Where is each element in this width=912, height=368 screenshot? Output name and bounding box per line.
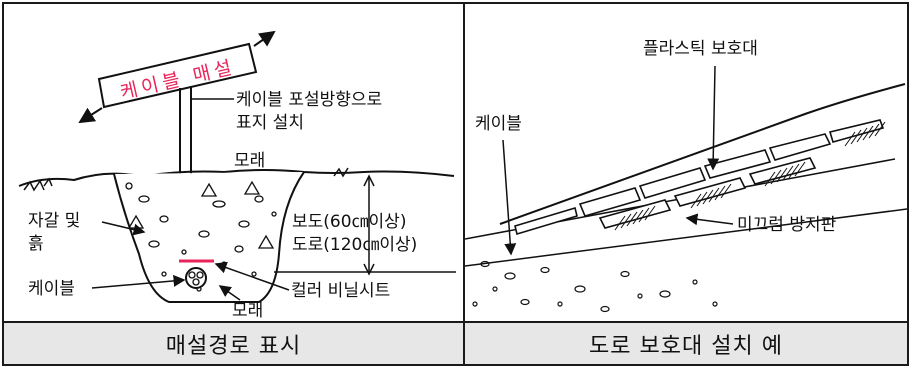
- gravel-texture: [125, 180, 277, 292]
- label-sign-direction-1: 케이블 포설방향으로: [236, 90, 382, 110]
- label-color-vinyl: 컬러 비닐시트: [291, 281, 390, 301]
- label-cable-right: 케이블: [475, 114, 522, 134]
- depth-arrow-top: [363, 174, 375, 187]
- road-guard-diagram: 플라스틱 보호대 케이블 미끄럼 방지판: [465, 39, 907, 313]
- leader-vinyl: [214, 261, 290, 291]
- burial-route-diagram: 케이블 매설: [18, 30, 456, 321]
- label-anti-slip: 미끄럼 방지판: [737, 215, 837, 235]
- label-sign-direction-2: 표지 설치: [236, 113, 304, 133]
- panel-divider: [463, 4, 465, 364]
- ground-surface: [18, 169, 455, 187]
- caption-burial-route: 매설경로 표시: [4, 323, 463, 364]
- warning-sign-board: [97, 42, 258, 109]
- trench-outline: [113, 171, 305, 303]
- cable-core: [196, 271, 204, 279]
- leader-sand-bottom: [218, 285, 241, 301]
- soil-texture: [472, 260, 718, 313]
- leader-gravel: [101, 221, 146, 236]
- direction-arrow-right: [253, 30, 276, 47]
- depth-arrow-bottom: [363, 263, 375, 276]
- anti-slip-hatching: [614, 121, 886, 231]
- cable-core: [192, 278, 200, 286]
- caption-road-guard: 도로 보호대 설치 예: [465, 323, 907, 364]
- label-sidewalk-depth: 보도(60㎝이상): [292, 212, 406, 232]
- caption-divider: [4, 321, 907, 323]
- label-road-depth: 도로(120㎝이상): [292, 235, 417, 255]
- road-edge-far: [499, 83, 906, 225]
- label-sand-top: 모래: [234, 151, 265, 171]
- label-cable: 케이블: [28, 279, 75, 299]
- road-edge-bottom: [465, 208, 907, 267]
- leader-cable: [91, 274, 186, 289]
- cable-core: [188, 271, 196, 279]
- grass-tufts: [23, 167, 349, 192]
- leader-cable-right: [502, 139, 517, 256]
- cable-bundle: [185, 267, 207, 289]
- label-gravel-2: 흙: [28, 234, 44, 254]
- plastic-guard-segments: [514, 119, 885, 236]
- label-plastic-guard: 플라스틱 보호대: [643, 39, 758, 59]
- label-sand-bottom: 모래: [232, 301, 263, 321]
- leader-anti-slip: [685, 213, 734, 226]
- direction-arrow-left: [78, 107, 103, 124]
- label-gravel-1: 자갈 및: [28, 211, 80, 231]
- leader-plastic-guard: [707, 65, 720, 171]
